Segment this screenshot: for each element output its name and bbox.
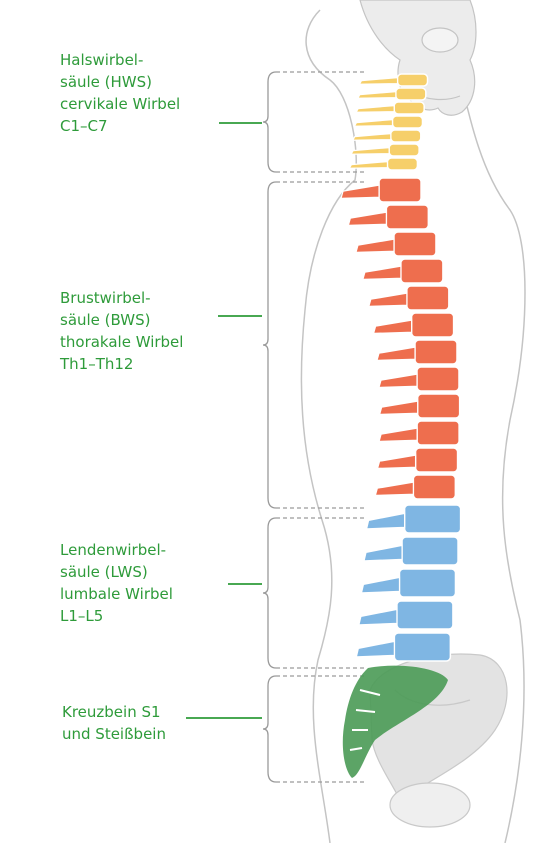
vertebra-th3 (356, 232, 436, 256)
vertebra-c4 (354, 116, 422, 128)
label-bws-line-1: Brustwirbel- (60, 287, 183, 309)
label-hws-line-3: cervikale Wirbel (60, 93, 180, 115)
vertebra-c2 (358, 88, 426, 100)
label-sacrum-line-1: Kreuzbein S1 (62, 701, 166, 723)
vertebra-th2 (348, 205, 428, 229)
bracket-lws (263, 518, 276, 668)
vertebra-th6 (374, 313, 454, 337)
label-hws: Halswirbel- säule (HWS) cervikale Wirbel… (60, 49, 180, 137)
vertebra-c6 (351, 144, 419, 156)
bracket-hws (263, 72, 276, 172)
vertebra-th11 (378, 448, 458, 472)
vertebra-c1 (360, 74, 428, 86)
label-sacrum-line-2: und Steißbein (62, 723, 166, 745)
vertebra-l4 (359, 601, 453, 629)
region-brackets (263, 72, 365, 782)
label-bws-line-4: Th1–Th12 (60, 353, 183, 375)
label-lws-line-4: L1–L5 (60, 605, 173, 627)
label-bws-line-2: säule (BWS) (60, 309, 183, 331)
vertebra-th5 (369, 286, 449, 310)
label-lws-line-3: lumbale Wirbel (60, 583, 173, 605)
vertebra-th12 (375, 475, 455, 499)
label-lws-line-2: säule (LWS) (60, 561, 173, 583)
label-hws-line-1: Halswirbel- (60, 49, 180, 71)
leader-lines (186, 123, 262, 718)
vertebra-l1 (367, 505, 461, 533)
label-bws-line-3: thorakale Wirbel (60, 331, 183, 353)
vertebra-l3 (361, 569, 455, 597)
label-hws-line-2: säule (HWS) (60, 71, 180, 93)
label-lws-line-1: Lendenwirbel- (60, 539, 173, 561)
vertebra-c5 (353, 130, 421, 142)
vertebra-th7 (377, 340, 457, 364)
label-bws: Brustwirbel- säule (BWS) thorakale Wirbe… (60, 287, 183, 375)
vertebra-th9 (380, 394, 460, 418)
bracket-sacrum (263, 676, 276, 782)
label-lws: Lendenwirbel- säule (LWS) lumbale Wirbel… (60, 539, 173, 627)
bracket-bws (263, 182, 276, 508)
label-hws-line-4: C1–C7 (60, 115, 180, 137)
vertebra-c7 (349, 158, 417, 170)
vertebra-l5 (356, 633, 450, 661)
label-sacrum: Kreuzbein S1 und Steißbein (62, 701, 166, 745)
vertebra-th8 (379, 367, 459, 391)
vertebra-c3 (356, 102, 424, 114)
vertebra-th10 (379, 421, 459, 445)
vertebra-l2 (364, 537, 458, 565)
vertebra-th4 (363, 259, 443, 283)
